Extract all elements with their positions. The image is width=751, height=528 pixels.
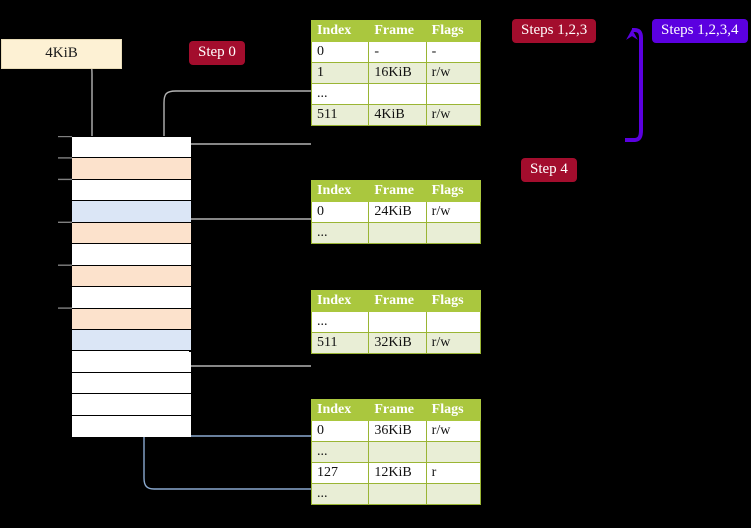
- table-row: 0 24KiB r/w: [310, 201, 482, 223]
- memory-row: [72, 137, 191, 159]
- cell-frame: [368, 222, 427, 244]
- column-header-flags: Flags: [425, 399, 482, 421]
- cell-index: 511: [310, 332, 370, 354]
- memory-row: [72, 201, 191, 223]
- cell-frame: 32KiB: [368, 332, 427, 354]
- wire-violet-bracket: [625, 28, 643, 142]
- cell-frame: 36KiB: [368, 420, 427, 442]
- cell-frame: 4KiB: [368, 104, 427, 126]
- table-row: ...: [310, 311, 482, 333]
- memory-frame-column: [71, 136, 191, 438]
- table-row: ...: [310, 483, 482, 505]
- cell-index: 511: [310, 104, 370, 126]
- badge-step-4: Step 4: [521, 158, 577, 182]
- cell-flags: r/w: [425, 201, 482, 223]
- table-header-row: Index Frame Flags: [310, 20, 482, 42]
- column-header-frame: Frame: [368, 180, 427, 202]
- cell-flags: [425, 483, 482, 505]
- column-header-index: Index: [310, 20, 370, 42]
- memory-row: [72, 158, 191, 180]
- cell-flags: r/w: [425, 104, 482, 126]
- wire-table1-row511-to-memory: [176, 143, 311, 164]
- memory-row: [72, 415, 191, 438]
- cell-index: 0: [310, 201, 370, 223]
- table-row: 0 - -: [310, 41, 482, 63]
- cell-index: 0: [310, 420, 370, 442]
- table-header-row: Index Frame Flags: [310, 290, 482, 312]
- column-header-frame: Frame: [368, 20, 427, 42]
- cell-flags: r: [425, 462, 482, 484]
- memory-row: [72, 244, 191, 266]
- column-header-index: Index: [310, 180, 370, 202]
- memory-row: [72, 308, 191, 331]
- cell-frame: 16KiB: [368, 62, 427, 84]
- memory-row: [72, 351, 191, 373]
- cell-flags: [425, 311, 482, 333]
- table-row: ...: [310, 222, 482, 244]
- column-header-frame: Frame: [368, 399, 427, 421]
- cell-index: ...: [310, 222, 370, 244]
- page-table-level-1: Index Frame Flags 0 - - 1 16KiB r/w ...: [310, 20, 482, 126]
- cell-index: 1: [310, 62, 370, 84]
- cell-frame: [368, 483, 427, 505]
- cell-flags: [425, 222, 482, 244]
- wire-table2-row0-to-memory: [176, 218, 311, 260]
- cell-frame: [368, 441, 427, 463]
- page-table-level-4: Index Frame Flags 0 36KiB r/w ... 127 12…: [310, 399, 482, 505]
- wire-memory-to-table3-row511: [170, 312, 311, 367]
- table-row: 0 36KiB r/w: [310, 420, 482, 442]
- size-tag-4kib: 4KiB: [1, 39, 122, 69]
- cell-frame: [368, 83, 427, 105]
- badge-steps-123: Steps 1,2,3: [512, 19, 597, 43]
- column-header-frame: Frame: [368, 290, 427, 312]
- page-table-level-3: Index Frame Flags ... 511 32KiB r/w: [310, 290, 482, 354]
- badge-step-0: Step 0: [189, 41, 245, 65]
- memory-row: [72, 330, 191, 352]
- table-row-highlighted: 511 4KiB r/w: [310, 104, 482, 126]
- cell-frame: 12KiB: [368, 462, 427, 484]
- badge-steps-1234: Steps 1,2,3,4: [652, 19, 748, 43]
- column-header-flags: Flags: [425, 290, 482, 312]
- cell-flags: r/w: [425, 420, 482, 442]
- table-row: ...: [310, 83, 482, 105]
- cell-frame: 24KiB: [368, 201, 427, 223]
- table-header-row: Index Frame Flags: [310, 180, 482, 202]
- column-header-index: Index: [310, 290, 370, 312]
- cell-index: ...: [310, 483, 370, 505]
- table-row: 1 16KiB r/w: [310, 62, 482, 84]
- cell-flags: -: [425, 41, 482, 63]
- memory-row: [72, 265, 191, 288]
- memory-tick-marks: [58, 136, 72, 309]
- memory-row: [72, 179, 191, 202]
- cell-frame: [368, 311, 427, 333]
- memory-row: [72, 372, 191, 395]
- table-row: 511 32KiB r/w: [310, 332, 482, 354]
- page-table-level-2: Index Frame Flags 0 24KiB r/w ...: [310, 180, 482, 244]
- cell-flags: [425, 441, 482, 463]
- table-header-row: Index Frame Flags: [310, 399, 482, 421]
- table-row: ...: [310, 441, 482, 463]
- cell-frame: -: [368, 41, 427, 63]
- memory-row: [72, 222, 191, 245]
- cell-index: ...: [310, 83, 370, 105]
- memory-row: [72, 287, 191, 309]
- cell-flags: [425, 83, 482, 105]
- column-header-flags: Flags: [425, 20, 482, 42]
- cell-index: 127: [310, 462, 370, 484]
- column-header-index: Index: [310, 399, 370, 421]
- cell-index: ...: [310, 311, 370, 333]
- cell-index: 0: [310, 41, 370, 63]
- cell-index: ...: [310, 441, 370, 463]
- table-row: 127 12KiB r: [310, 462, 482, 484]
- memory-row: [72, 394, 191, 416]
- column-header-flags: Flags: [425, 180, 482, 202]
- cell-flags: r/w: [425, 332, 482, 354]
- cell-flags: r/w: [425, 62, 482, 84]
